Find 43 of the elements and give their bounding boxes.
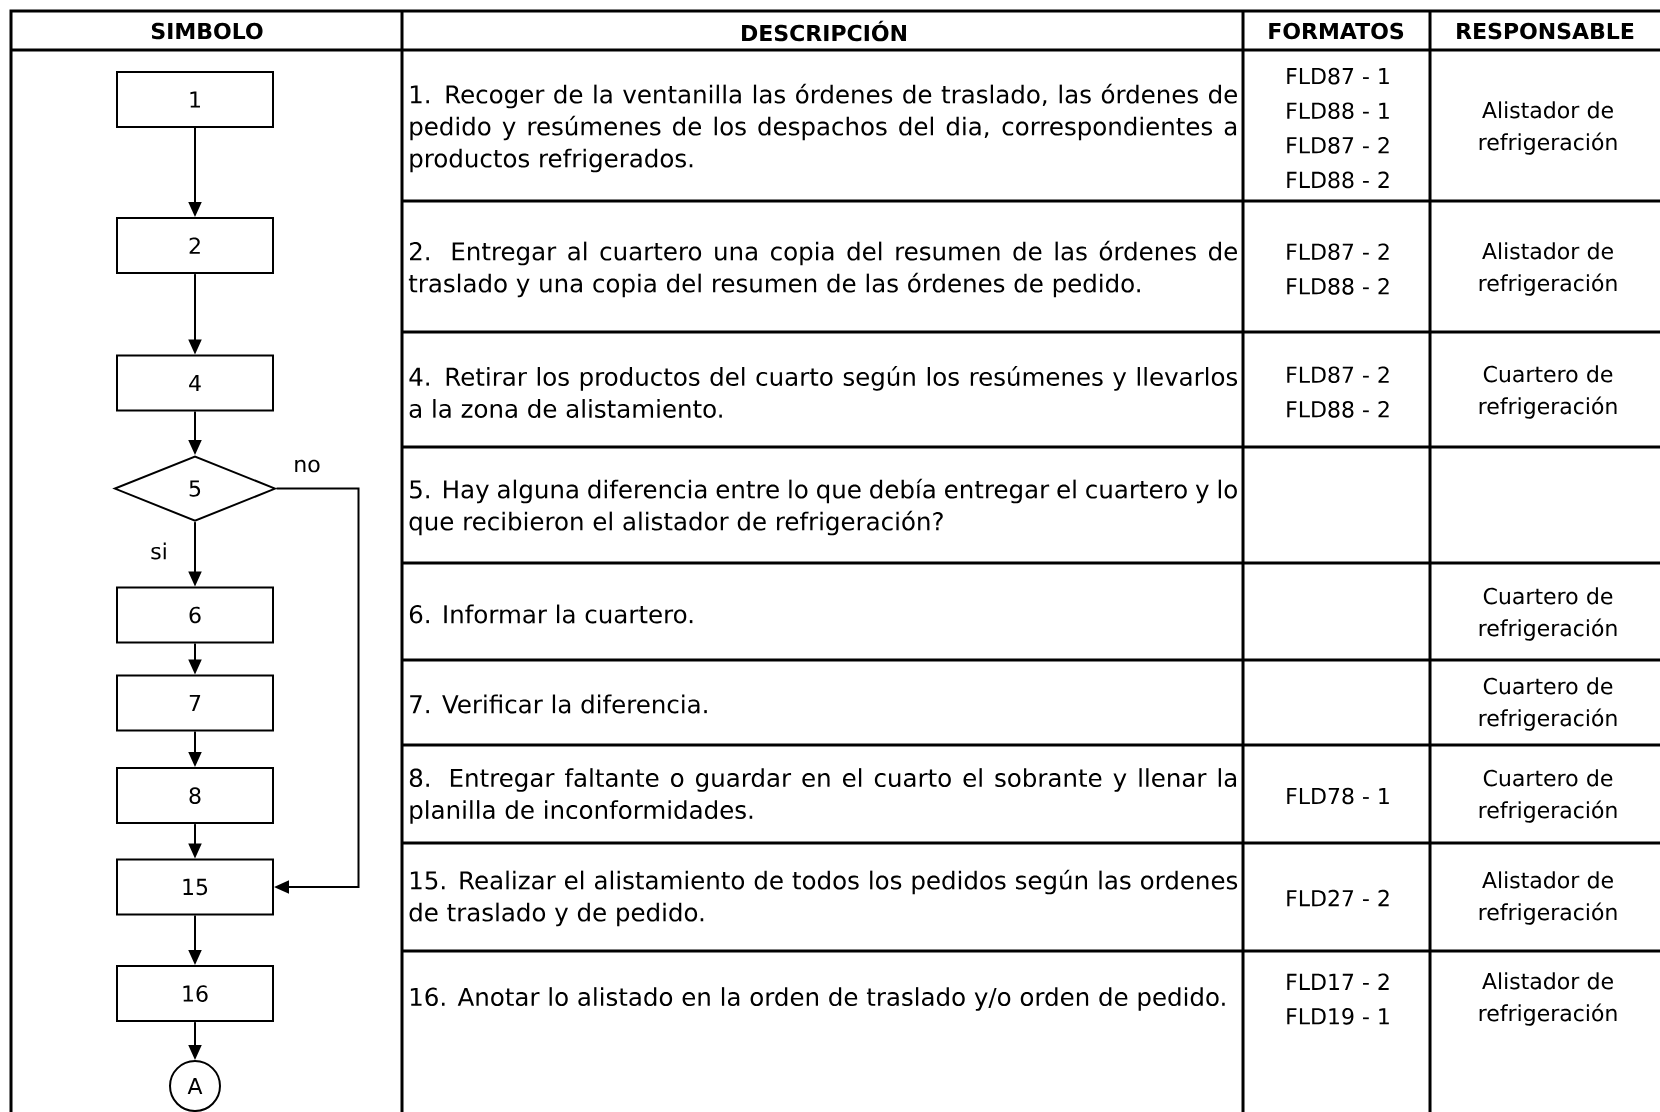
format-code: FLD87 - 2	[1287, 137, 1389, 154]
responsible-role: Cuartero de refrigeración	[1479, 677, 1617, 731]
step-description: 8. Entregar faltante o guardar en el cuarto el sobrante y llenar la planilla de inconformidades.	[409, 768, 1237, 824]
responsible-role: Alistador de refrigeración	[1479, 972, 1617, 1026]
column-header: RESPONSABLE	[1457, 22, 1634, 40]
edge-label: si	[151, 542, 166, 560]
process-box: 8	[116, 767, 274, 825]
column-header: FORMATOS	[1269, 22, 1404, 40]
process-box: 15	[116, 858, 274, 916]
format-code: FLD78 - 1	[1287, 787, 1389, 805]
process-box: 1	[116, 71, 274, 128]
format-code: FLD19 - 1	[1287, 1008, 1389, 1025]
responsible-role: Alistador de refrigeración	[1479, 871, 1617, 925]
responsible-role: Cuartero de refrigeración	[1479, 769, 1617, 823]
format-code: FLD88 - 2	[1287, 278, 1389, 295]
step-description: 2. Entregar al cuartero una copia del resumen de las órdenes de traslado y una copia del resumen de las órdenes de pedido.	[408, 240, 1237, 298]
step-description: 6. Informar la cuartero.	[409, 604, 693, 624]
format-code: FLD88 - 2	[1287, 401, 1389, 418]
step-description: 5. Hay alguna diferencia entre lo que debía entregar el cuartero y lo que recibieron el alistador de refrigeración?	[409, 478, 1237, 536]
step-description: 4. Retirar los productos del cuarto según los resúmenes y llevarlos a la zona de alistamiento.	[409, 366, 1238, 418]
process-box: 2	[116, 217, 274, 275]
format-code: FLD87 - 1	[1287, 67, 1389, 85]
format-code: FLD27 - 2	[1287, 889, 1389, 907]
format-code: FLD17 - 2	[1287, 973, 1389, 990]
step-description: 1. Recoger de la ventanilla las órdenes de traslado, las órdenes de pedido y resúmenes de los despachos del dia, correspondientes a productos refrigerados.	[410, 83, 1237, 173]
process-box: 16	[116, 965, 274, 1023]
format-code: FLD87 - 2	[1287, 366, 1389, 384]
responsible-role: Cuartero de refrigeración	[1479, 365, 1617, 419]
step-description: 7. Verificar la diferencia.	[410, 694, 707, 714]
step-description: 15. Realizar el alistamiento de todos los pedidos según las ordenes de traslado y de pedido.	[409, 869, 1238, 927]
responsible-role: Cuartero de refrigeración	[1479, 587, 1617, 641]
edge-label: no	[295, 459, 320, 473]
format-code: FLD87 - 2	[1287, 243, 1389, 261]
responsible-role: Alistador de refrigeración	[1479, 242, 1617, 296]
column-header: SIMBOLO	[151, 22, 263, 40]
format-code: FLD88 - 2	[1287, 171, 1389, 189]
process-box: 7	[116, 674, 274, 732]
column-header: DESCRIPCIÓN	[742, 20, 906, 42]
format-code: FLD88 - 1	[1287, 102, 1389, 120]
responsible-role: Alistador de refrigeración	[1479, 101, 1617, 155]
process-box: 4	[116, 354, 274, 412]
process-box: 6	[116, 586, 274, 644]
step-description: 16. Anotar lo alistado en la orden de traslado y/o orden de pedido.	[410, 987, 1225, 1011]
